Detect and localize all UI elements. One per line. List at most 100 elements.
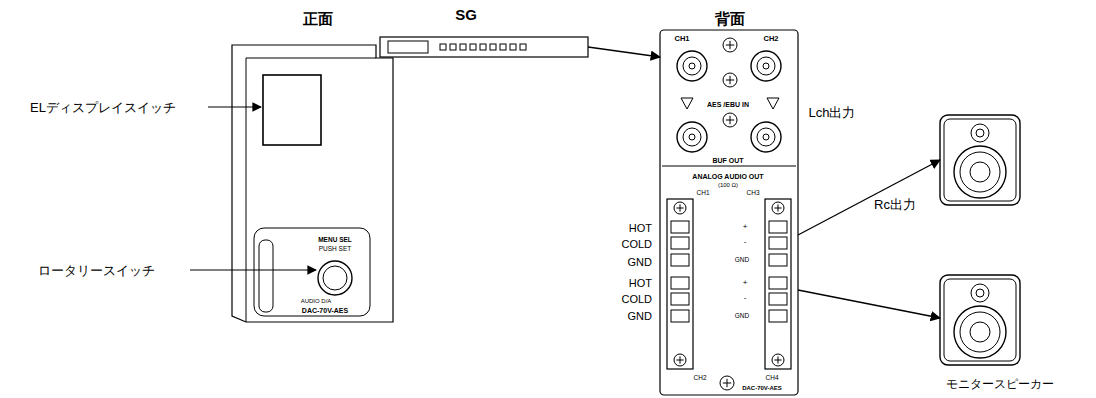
bnc-connector [683,57,701,75]
sg-indicator [440,44,526,50]
view-heading: 正面 [303,11,333,26]
speaker-drawing [940,115,1020,365]
panel-text: + [743,223,748,231]
screw [720,376,734,390]
speaker: モニタースピーカー [940,275,1020,365]
panel-text: AES /EBU IN [707,101,749,108]
terminal-block [671,277,689,289]
panel-text: DAC-70V-AES [742,385,782,391]
panel-text: CH2 [693,375,706,382]
terminal-block [769,221,787,233]
speaker-drawing [970,162,990,182]
pin-name: COLD [621,294,652,305]
terminal-block [774,204,781,211]
panel-text: DAC-70V-AES [302,307,348,314]
speaker [940,115,1020,205]
callout-label: ELディスプレイスイッチ [30,101,176,114]
sg-indicator [500,44,506,50]
screw [723,38,737,52]
bnc-connector [757,57,775,75]
leader-arrow [208,106,261,107]
bnc-connector [751,122,781,152]
leader-arrow [190,107,316,270]
sg-indicator [520,44,526,50]
screw [723,379,731,387]
front-panel-drawing [246,58,247,322]
sg-indicator [470,44,476,50]
screw [726,41,734,49]
speaker-drawing [944,279,1016,361]
panel-text: GND [735,313,749,320]
speaker-drawing [970,322,990,342]
front-panel-drawing [246,58,376,59]
terminal-block [765,199,791,369]
speaker-drawing [954,146,1006,198]
sg-indicator [440,44,446,50]
terminal-block [671,237,689,249]
terminal-block [769,293,787,305]
speaker-drawing [960,152,1000,192]
panel-text: CH4 [765,375,778,382]
terminal-block [774,356,781,363]
terminal-block [769,310,787,322]
bnc-connector [677,122,707,152]
front-panel-drawing [254,228,370,316]
pin-name: HOT [629,278,652,289]
speaker-drawing [976,289,984,297]
bnc-connector [763,134,769,140]
panel-text: CH3 [746,190,759,197]
panel-text: - [744,294,747,302]
panel-text: - [744,238,747,246]
front-panel-drawing [232,45,393,322]
speaker-drawing [954,306,1006,358]
pin-name: GND [628,311,652,322]
panel-text: GND [735,257,749,264]
callout-label: ロータリースイッチ [38,264,155,277]
terminal-block [676,356,683,363]
front-panel-drawing [263,75,321,145]
front-panel-drawing [323,266,347,290]
terminal-block [676,204,683,211]
terminal-block [667,199,791,369]
sg-indicator [450,44,456,50]
view-heading: 背面 [715,11,745,26]
panel-text: CH1 [696,190,709,197]
signal-connector [798,160,940,235]
panel-text: PUSH SET [319,246,352,253]
back-panel-drawing [660,30,798,395]
speaker-drawing [940,115,1020,205]
terminal-block [671,310,689,322]
terminal-block [667,199,693,369]
screw [726,76,734,84]
signal-generator-drawing [380,37,588,57]
signal-connector [798,290,940,318]
panel-text: SG [455,7,477,22]
panel-divider [662,166,796,167]
leader-arrow [190,269,316,270]
signal-generator-drawing [380,37,588,57]
panel-text: BUF OUT [712,157,743,164]
bnc-connector [763,63,769,69]
front-panel: 正面MENU SELPUSH SETAUDIO D/ADAC-70V-AES [232,45,393,322]
sg-indicator [490,44,496,50]
bnc-connector [689,63,695,69]
panel-text: + [743,279,748,287]
screw [723,113,737,127]
screw [720,38,737,390]
terminal-block [772,202,784,214]
terminal-block [671,254,689,266]
terminal-block [674,354,686,366]
sg-indicator [480,44,486,50]
terminal-block [769,277,787,289]
terminal-block [772,354,784,366]
edge-label: Lch出力 [807,106,858,119]
pin-name: GND [628,257,652,268]
panel-text: (100 Ω) [718,182,738,188]
bnc-connector [683,128,701,146]
speaker-drawing [960,312,1000,352]
sg-indicator [510,44,516,50]
back-panel-drawing [660,30,798,395]
panel-text: モニタースピーカー [946,378,1054,390]
